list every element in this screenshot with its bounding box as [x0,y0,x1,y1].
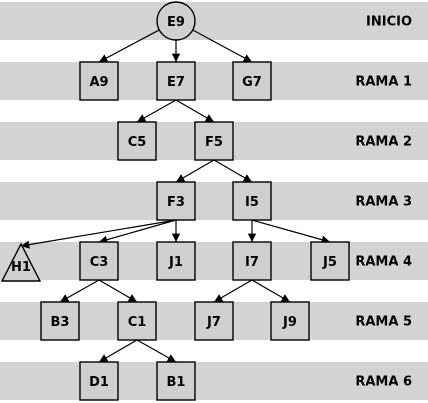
node-box [40,301,80,341]
edge-e9-g7 [192,29,253,63]
edge-c1-d1 [98,339,138,363]
node-label: J7 [206,315,221,330]
node-label: G7 [242,75,262,90]
edge-e7-c5 [136,99,177,123]
node-label: J1 [168,255,183,270]
node-box [79,361,119,401]
node-box [194,301,234,341]
edge-i7-j7 [213,279,253,303]
node-label: C3 [90,255,109,270]
node-box [156,241,196,281]
level-label-rama-2: RAMA 2 [355,135,412,150]
node-d1: D1 [79,361,119,401]
band-rama-1 [0,62,428,100]
edge-e7-f5 [175,99,215,123]
node-j7: J7 [194,301,234,341]
level-label-rama-5: RAMA 5 [355,315,412,330]
node-box [79,241,119,281]
node-label: I7 [245,255,259,270]
node-f5: F5 [194,121,234,161]
node-box [117,121,157,161]
band-rama-3 [0,182,428,220]
node-j9: J9 [270,301,310,341]
edge-i7-j9 [251,279,291,303]
node-label: F3 [167,195,185,210]
node-g7: G7 [232,61,272,101]
node-label: J5 [322,255,337,270]
edge-f5-i5 [213,159,253,183]
edges [20,29,331,363]
node-j1: J1 [156,241,196,281]
node-b3: B3 [40,301,80,341]
level-labels: INICIO RAMA 1 RAMA 2 RAMA 3 RAMA 4 RAMA 5 RAMA… [355,15,412,390]
node-e9: E9 [156,1,196,41]
edge-f5-f3 [175,159,215,183]
node-label: B1 [167,375,186,390]
node-triangle [0,242,42,282]
node-label: E9 [167,15,185,30]
node-c5: C5 [117,121,157,161]
edge-c1-b1 [136,339,177,363]
node-box [310,241,350,281]
edge-f3-h1 [20,219,177,249]
node-b1: B1 [156,361,196,401]
node-label: A9 [89,75,108,90]
node-box [232,181,272,221]
node-a9: A9 [79,61,119,101]
node-label: H1 [11,260,31,275]
node-e7: E7 [156,61,196,101]
node-label: E7 [167,75,185,90]
edge-i5-j5 [251,219,331,244]
edge-e9-a9 [98,29,160,63]
level-label-inicio: INICIO [366,15,412,30]
node-box [232,61,272,101]
node-label: J9 [282,315,297,330]
band-inicio [0,2,428,40]
edge-c3-b3 [59,279,100,303]
node-box [156,361,196,401]
node-f3: F3 [156,181,196,221]
edge-f3-c3 [98,219,177,244]
node-j5: J5 [310,241,350,281]
node-label: B3 [51,315,70,330]
node-label: F5 [205,135,223,150]
level-label-rama-3: RAMA 3 [355,195,412,210]
node-box [156,61,196,101]
band-rama-4 [0,242,428,280]
level-label-rama-4: RAMA 4 [355,255,412,270]
level-label-rama-6: RAMA 6 [355,375,412,390]
node-box [194,121,234,161]
node-label: I5 [245,195,259,210]
node-i7: I7 [232,241,272,281]
node-c1: C1 [117,301,157,341]
node-box [232,241,272,281]
node-label: C1 [128,315,147,330]
node-circle [156,1,196,41]
node-label: D1 [89,375,109,390]
level-label-rama-1: RAMA 1 [355,75,412,90]
node-box [117,301,157,341]
band-rama-6 [0,362,428,400]
node-i5: I5 [232,181,272,221]
edge-c3-c1 [98,279,138,303]
node-box [156,181,196,221]
node-box [270,301,310,341]
node-h1: H1 [0,242,42,282]
node-label: C5 [128,135,147,150]
node-c3: C3 [79,241,119,281]
node-box [79,61,119,101]
